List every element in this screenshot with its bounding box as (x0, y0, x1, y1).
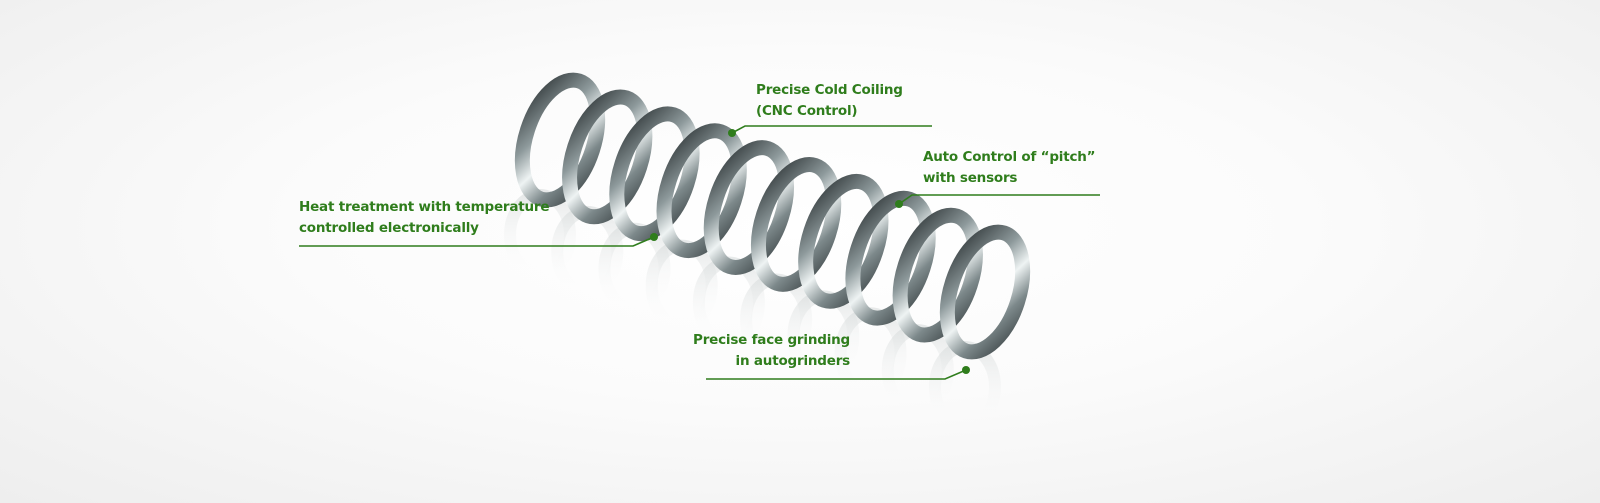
callout-text: Auto Control of “pitch” (923, 149, 1096, 165)
callout-text: Heat treatment with temperature (299, 199, 550, 215)
spring-coil (562, 89, 653, 225)
callout-dot-cold-coiling (728, 129, 736, 137)
spring-coil (514, 72, 606, 208)
spring-coil (845, 190, 936, 326)
callout-face-grinding: Precise face grinding in autogrinders (693, 330, 850, 372)
spring-coil (939, 224, 1031, 360)
callout-leaders (299, 125, 1100, 380)
leader-line-pitch (898, 194, 1100, 205)
callout-dot-grinding (962, 366, 970, 374)
callout-text: Precise Cold Coiling (756, 82, 903, 98)
callout-dot-heat (650, 233, 658, 241)
callout-text: with sensors (923, 170, 1018, 186)
spring-coil (798, 173, 889, 309)
leader-line-heat (299, 236, 655, 247)
callout-text: in autogrinders (735, 353, 851, 369)
callout-text: Precise face grinding (693, 332, 850, 348)
callout-text: (CNC Control) (756, 103, 858, 119)
leader-line-grinding (706, 369, 967, 380)
callout-heat-treatment: Heat treatment with temperature controll… (299, 197, 550, 239)
spring-coil (656, 123, 747, 259)
spring-coil (892, 207, 983, 343)
spring-coil (751, 157, 842, 292)
leader-line-cold-coiling (731, 125, 932, 134)
callout-dot-pitch (895, 200, 903, 208)
spring (514, 72, 1031, 360)
callout-cold-coiling: Precise Cold Coiling (CNC Control) (756, 80, 903, 122)
spring-coil (703, 140, 794, 275)
callout-text: controlled electronically (299, 220, 479, 236)
spring-coil (609, 106, 700, 242)
callout-pitch: Auto Control of “pitch” with sensors (923, 147, 1096, 189)
